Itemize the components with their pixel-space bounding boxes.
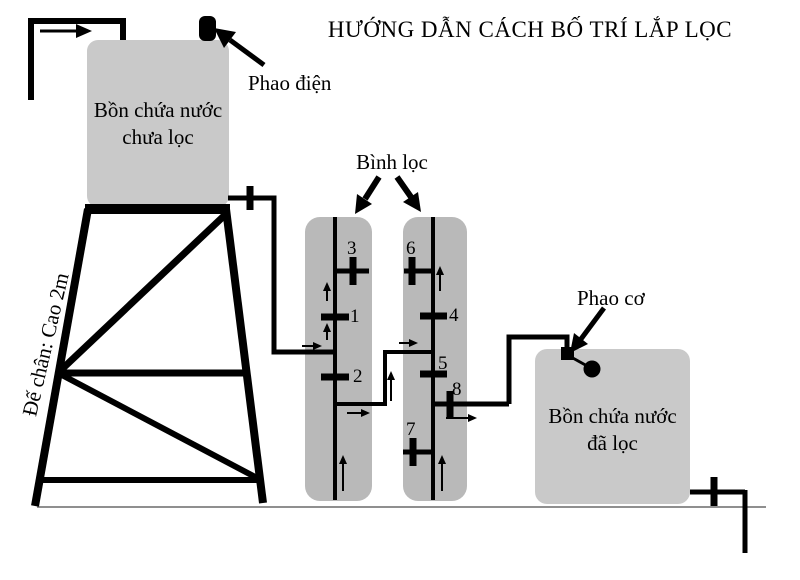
filtered-tank-label-line1: Bồn chứa nước [548, 404, 677, 428]
tower-stand [31, 204, 267, 507]
column2-to-filtered-tank-pipe [506, 334, 570, 404]
unfiltered-tank-label-line2: chưa lọc [122, 125, 194, 149]
valve2-number: 2 [353, 366, 363, 387]
unfiltered-tank-label-line1: Bồn chứa nước [93, 98, 223, 122]
unfiltered-tank-label: Bồn chứa nước chưa lọc [85, 97, 231, 151]
flow-arrows [302, 266, 477, 491]
valve5-number: 5 [438, 353, 448, 374]
valve8-number: 8 [452, 379, 462, 400]
valve3-number: 3 [347, 238, 357, 259]
unfiltered-tank-body [87, 40, 229, 207]
filtered-tank-label-line2: đã lọc [587, 431, 638, 455]
filtered-tank-body [535, 349, 690, 504]
filtered-tank-label: Bồn chứa nước đã lọc [535, 403, 690, 457]
mechanical-float-label: Phao cơ [577, 286, 645, 310]
stand-top-bar [85, 204, 230, 214]
valve7-number: 7 [406, 419, 416, 440]
electric-float-label: Phao điện [248, 71, 332, 95]
mechanical-float-callout-arrow-icon [570, 306, 607, 353]
column1-valves [321, 257, 369, 381]
column1-to-column2-pipe [335, 350, 431, 406]
stand-right-leg [222, 208, 267, 504]
stand-diagonal-lower [58, 371, 261, 482]
page-title: HƯỚNG DẪN CÁCH BỐ TRÍ LẮP LỌC [327, 17, 733, 42]
mechanical-float-ball-icon [583, 360, 601, 378]
filter-tanks-label: Bình lọc [356, 150, 428, 174]
inlet-pipe [28, 18, 126, 100]
column2-valves [403, 257, 509, 466]
inlet-flow-arrow-icon [40, 24, 92, 38]
valve1-number: 1 [350, 306, 360, 327]
electric-float-icon [199, 16, 216, 41]
valve4-number: 4 [449, 305, 459, 326]
valve6-number: 6 [406, 238, 416, 259]
electric-float-callout-arrow-icon [214, 28, 266, 68]
stand-diagonal-upper [57, 210, 230, 374]
stand-left-leg [31, 208, 92, 507]
filter-tanks-callout-arrows-icon [355, 175, 421, 214]
filter-column-1 [305, 217, 372, 501]
